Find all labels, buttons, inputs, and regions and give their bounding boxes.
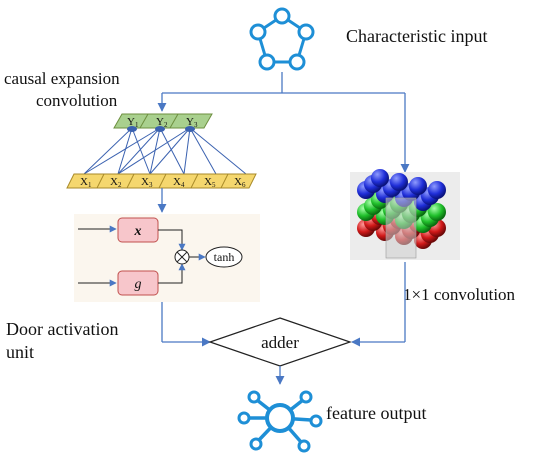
cube-sphere <box>390 173 408 191</box>
y-node-3: Y3 <box>186 116 198 129</box>
y-row <box>113 113 213 129</box>
cube-sphere <box>428 203 446 221</box>
x-row <box>66 173 257 189</box>
tanh-label: tanh <box>214 250 235 264</box>
input-arrows <box>157 72 410 173</box>
causal-label-line1: causal expansion <box>4 69 120 88</box>
input-network-icon <box>249 7 315 71</box>
input-label: Characteristic input <box>346 26 487 46</box>
output-label: feature output <box>326 403 426 423</box>
door-label-line2: unit <box>6 342 34 362</box>
y-node-1: Y1 <box>127 116 139 129</box>
y-node-2: Y2 <box>156 116 168 129</box>
x-node-1: X1 <box>80 176 92 189</box>
tanh-node <box>205 246 243 268</box>
gate-x-label: x <box>134 224 142 239</box>
door-label-line1: Door activation <box>6 319 118 339</box>
causal-convolution-block: Y1 Y2 Y3 X1 X2 X3 X4 X5 X6 <box>66 113 257 189</box>
cube-sphere <box>409 177 427 195</box>
cube-sphere <box>371 169 389 187</box>
causal-connections <box>83 127 247 175</box>
x-node-2: X2 <box>110 176 122 189</box>
cube-sphere <box>428 181 446 199</box>
adder-block: adder <box>161 262 406 385</box>
output-network-icon <box>237 390 323 453</box>
causal-label-line2: convolution <box>36 91 118 110</box>
conv1x1-label: 1×1 convolution <box>403 285 516 304</box>
x-node-6: X6 <box>234 176 246 189</box>
x-node-4: X4 <box>173 176 185 189</box>
gate-activation-panel: x g tanh <box>74 214 260 302</box>
conv1x1-cube-image <box>350 169 460 260</box>
x-node-3: X3 <box>141 176 153 189</box>
adder-label: adder <box>261 333 299 352</box>
x-node-5: X5 <box>204 176 216 189</box>
gate-g-label: g <box>135 277 142 292</box>
